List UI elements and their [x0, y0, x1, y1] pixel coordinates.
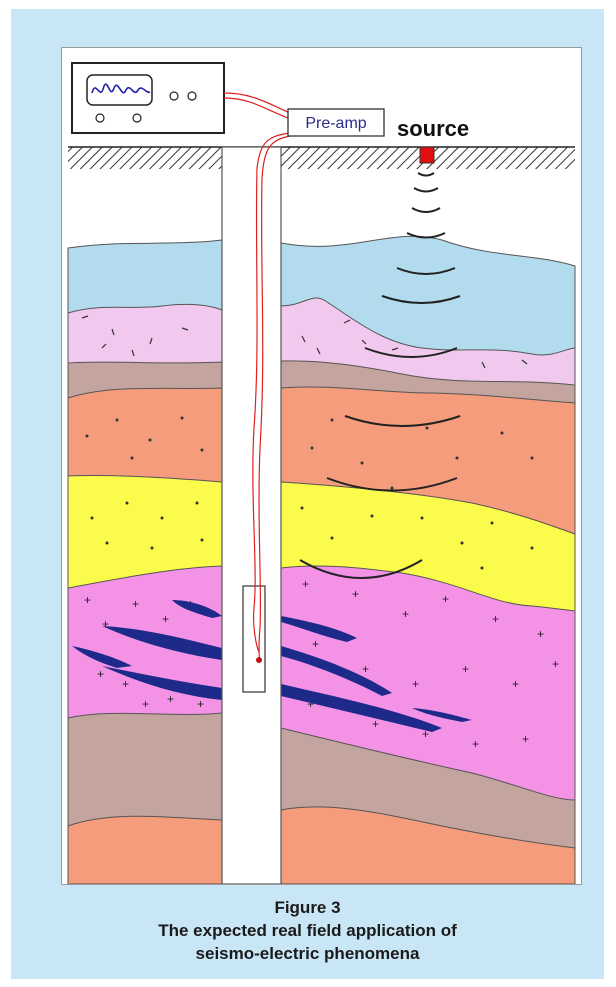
svg-text:+: + [512, 677, 519, 691]
svg-text:+: + [372, 717, 379, 731]
preamp-label: Pre-amp [305, 115, 366, 132]
svg-text:+: + [442, 592, 449, 606]
svg-text:+: + [84, 593, 91, 607]
svg-text:+: + [142, 697, 149, 711]
svg-text:+: + [167, 692, 174, 706]
svg-text:+: + [537, 627, 544, 641]
borehole [222, 147, 281, 884]
caption-line-2: seismo-electric phenomena [11, 942, 604, 965]
svg-text:+: + [312, 637, 319, 651]
svg-text:+: + [362, 662, 369, 676]
svg-text:+: + [462, 662, 469, 676]
svg-text:+: + [522, 732, 529, 746]
svg-text:+: + [102, 617, 109, 631]
receiver-electrode [256, 657, 262, 663]
caption-line-1: The expected real field application of [11, 919, 604, 942]
svg-text:+: + [352, 587, 359, 601]
svg-text:+: + [197, 697, 204, 711]
svg-text:+: + [97, 667, 104, 681]
svg-text:+: + [412, 677, 419, 691]
svg-text:+: + [552, 657, 559, 671]
svg-text:+: + [162, 612, 169, 626]
svg-text:+: + [402, 607, 409, 621]
ground-surface-hatch [68, 147, 575, 169]
svg-text:+: + [132, 597, 139, 611]
figure-caption: Figure 3 The expected real field applica… [11, 896, 604, 965]
svg-text:+: + [492, 612, 499, 626]
svg-text:+: + [302, 577, 309, 591]
source-marker [420, 147, 434, 163]
seismo-electric-diagram: +++ +++ +++ ++ +++ +++ +++ +++ +++ ++ [61, 47, 582, 885]
layer-salmon-lower [68, 816, 222, 884]
source-label: source [397, 116, 469, 141]
svg-text:+: + [122, 677, 129, 691]
svg-text:+: + [472, 737, 479, 751]
figure-number: Figure 3 [11, 896, 604, 919]
